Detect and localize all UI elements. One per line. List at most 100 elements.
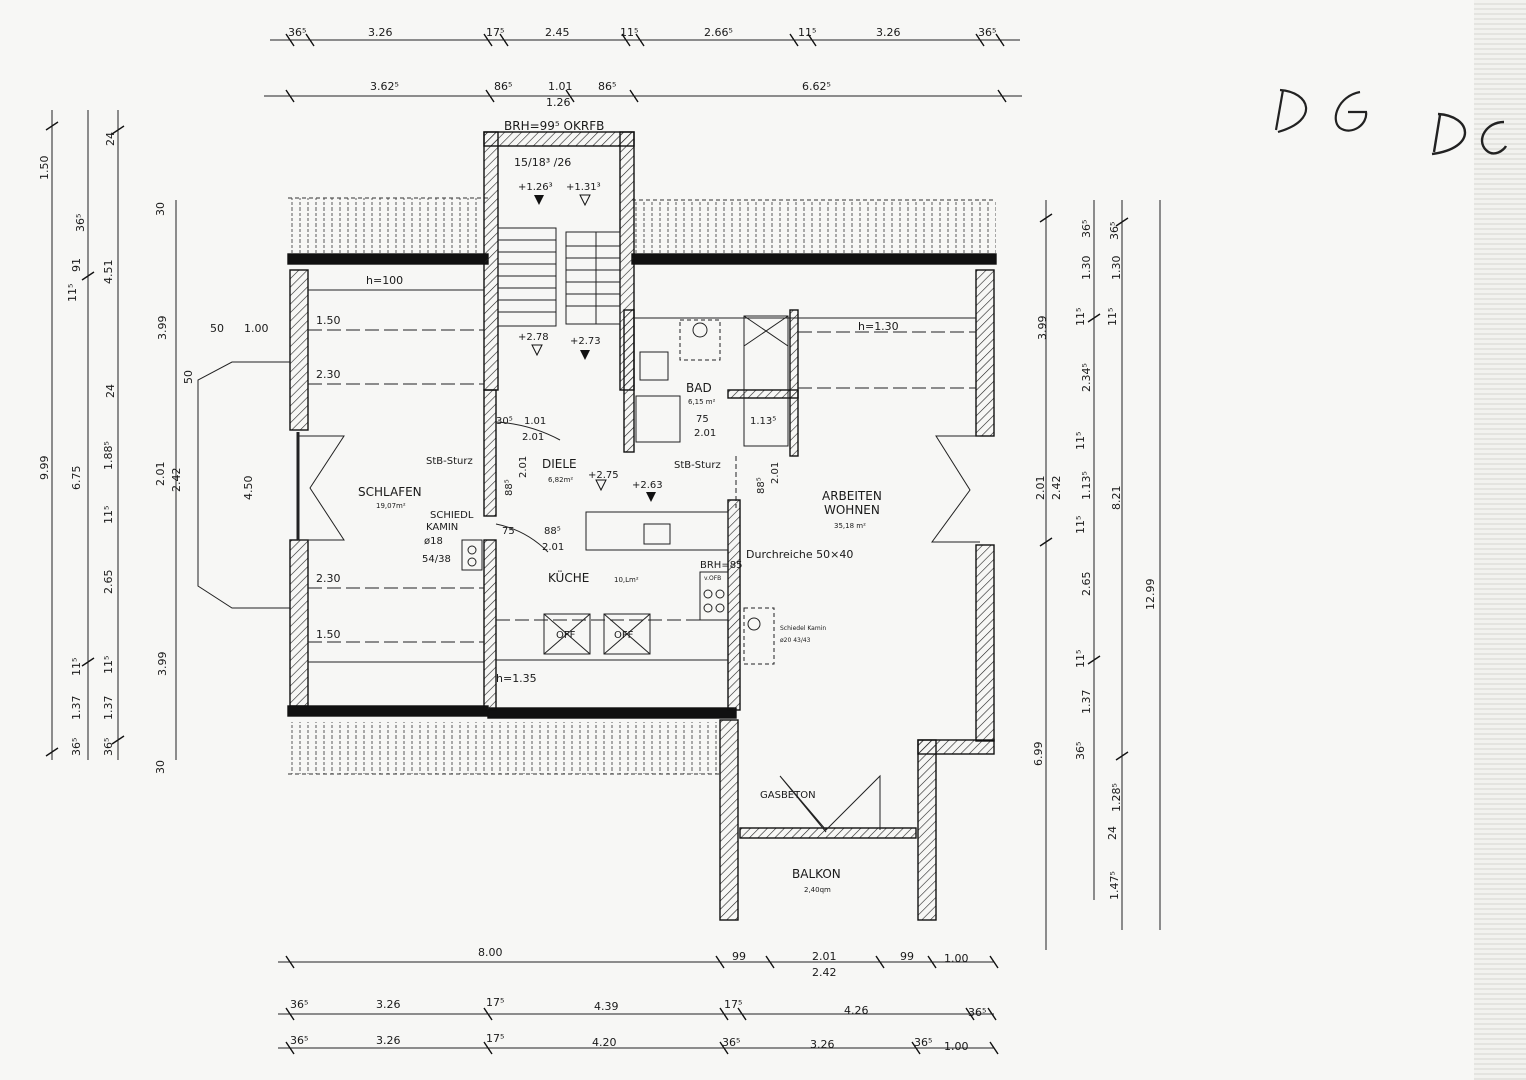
dim-left-small-5: 1.00: [244, 322, 269, 335]
dim-bot2-6: 4.26: [844, 1004, 869, 1017]
dim-right3-2: 1.30: [1110, 256, 1123, 281]
room-schlafen-area: 19,07m²: [376, 502, 406, 510]
dim-left-in-1: 24: [104, 132, 117, 146]
dim-top-1: 36⁵: [288, 26, 306, 39]
scan-edge-noise: [1474, 0, 1526, 1080]
dimension-ticks: [45, 33, 1129, 1055]
dim-left-in-8: 1.37: [102, 696, 115, 721]
label-lvl-275: +2.75: [588, 470, 619, 481]
label-door-201d: 2.01: [694, 428, 716, 439]
dim-right2-10: 1.37: [1080, 690, 1093, 715]
dim-right3-5: 12.99: [1144, 579, 1157, 611]
dim-left-wall-1: 3.99: [156, 316, 169, 341]
label-door-30: 30⁵: [496, 416, 513, 427]
dim-left-mid-6: 11⁵: [70, 658, 83, 676]
label-schlafen-150b: 1.50: [316, 628, 341, 641]
label-lvl-263: +2.63: [632, 480, 663, 491]
dim-bot2-7: 36⁵: [968, 1006, 986, 1019]
roof-tiles: [288, 197, 996, 775]
dim-bot3-2: 3.26: [376, 1034, 401, 1047]
dim-right-4: 2.42: [1050, 476, 1063, 501]
dim-bot-2: 99: [732, 950, 746, 963]
label-schiedl-1: SCHIEDL: [430, 510, 474, 521]
label-brh85-1: BRH=85: [700, 560, 742, 571]
dim-bot2-5: 17⁵: [724, 998, 742, 1011]
label-h130: h=1.30: [858, 320, 899, 333]
label-kamin2-a: Schiedel Kamin: [780, 625, 826, 632]
label-door-113: 1.13⁵: [750, 416, 776, 427]
dim-bot3-5: 36⁵: [722, 1036, 740, 1049]
label-kamin2-b: ø20 43/43: [780, 637, 811, 644]
dim-bot-3: 2.01: [812, 950, 837, 963]
walls: [287, 131, 997, 921]
label-schiedl-3: ø18: [424, 536, 443, 547]
dim-top2-sub: 1.26: [546, 96, 571, 109]
label-lvl-278: +2.78: [518, 332, 549, 343]
dim-bot2-2: 3.26: [376, 998, 401, 1011]
dim-left-in-3: 24: [104, 384, 117, 398]
room-diele: DIELE: [542, 457, 577, 471]
room-wohnen: WOHNEN: [824, 503, 880, 517]
room-labels: SCHLAFEN 19,07m² DIELE 6,82m² KÜCHE 10,L…: [358, 381, 882, 894]
label-door-101: 1.01: [524, 416, 546, 427]
label-h100: h=100: [366, 274, 403, 287]
dim-right2-12: 1.28⁵: [1110, 783, 1123, 812]
label-door-201c: 2.01: [542, 542, 564, 553]
handwritten-notes: DG DG: [1274, 88, 1508, 156]
dim-top2-3: 1.01: [548, 80, 573, 93]
label-schlafen-230a: 2.30: [316, 368, 341, 381]
dim-bot2-4: 4.39: [594, 1000, 619, 1013]
dim-left-mid-1: 1.50: [38, 156, 51, 181]
dim-left-small-2: 30: [154, 760, 167, 774]
level-markers: [531, 194, 656, 502]
dim-left-mid-7: 1.37: [70, 696, 83, 721]
room-arbeiten-area: 35,18 m²: [834, 522, 866, 530]
dim-left-in-5: 11⁵: [102, 506, 115, 524]
dim-top-4: 2.45: [545, 26, 570, 39]
dim-top-9: 36⁵: [978, 26, 996, 39]
dim-right-1: 3.99: [1036, 316, 1049, 341]
dim-left-in-7: 11⁵: [102, 656, 115, 674]
dim-top2-2: 86⁵: [494, 80, 512, 93]
dim-top-6: 2.66⁵: [704, 26, 733, 39]
label-door-201b: 2.01: [518, 456, 529, 478]
label-durchreiche: Durchreiche 50×40: [746, 548, 853, 561]
label-schlafen-150a: 1.50: [316, 314, 341, 327]
interior-lines: [51, 39, 1161, 1049]
dim-left-mid-8: 36⁵: [70, 738, 83, 756]
dim-right3-3: 11⁵: [1106, 308, 1119, 326]
right-dimensions: 3.99 6.99 2.01 2.42 36⁵ 1.30 11⁵ 2.34⁵ 1…: [1032, 220, 1157, 900]
dim-left-mid-4: 11⁵: [66, 284, 79, 302]
dim-right2-6: 1.13⁵: [1080, 471, 1093, 500]
label-stb-sturz-1: StB-Sturz: [426, 456, 473, 467]
dim-right2-5: 11⁵: [1074, 432, 1087, 450]
room-balkon-area: 2,40qm: [804, 886, 831, 894]
dim-top2-4: 86⁵: [598, 80, 616, 93]
dim-bot2-1: 36⁵: [290, 998, 308, 1011]
dim-top2-1: 3.62⁵: [370, 80, 399, 93]
label-schiedl-4: 54/38: [422, 554, 451, 565]
dim-left-mid-2: 36⁵: [74, 214, 87, 232]
dim-left-in-2: 4.51: [102, 260, 115, 285]
room-schlafen: SCHLAFEN: [358, 485, 422, 499]
dim-right3-4: 8.21: [1110, 486, 1123, 511]
dim-bot3-4: 4.20: [592, 1036, 617, 1049]
dim-bot2-3: 17⁵: [486, 996, 504, 1009]
dim-right2-8: 2.65: [1080, 572, 1093, 597]
dim-right2-13: 24: [1106, 826, 1119, 840]
dim-right2-9: 11⁵: [1074, 650, 1087, 668]
dim-bot3-7: 36⁵: [914, 1036, 932, 1049]
dim-top-7: 11⁵: [798, 26, 816, 39]
label-brh-top: BRH=99⁵ OKRFB: [504, 119, 604, 133]
dim-right2-7: 11⁵: [1074, 516, 1087, 534]
label-stair-formula: 15/18³ /26: [514, 156, 571, 169]
room-diele-area: 6,82m²: [548, 476, 573, 484]
label-door-885a: 88⁵: [504, 479, 515, 496]
dim-bot-5: 1.00: [944, 952, 969, 965]
dim-left-small-1: 30: [154, 202, 167, 216]
dim-left-in-9: 36⁵: [102, 738, 115, 756]
dim-right2-1: 36⁵: [1080, 220, 1093, 238]
label-door-201a: 2.01: [522, 432, 544, 443]
dim-top-8: 3.26: [876, 26, 901, 39]
